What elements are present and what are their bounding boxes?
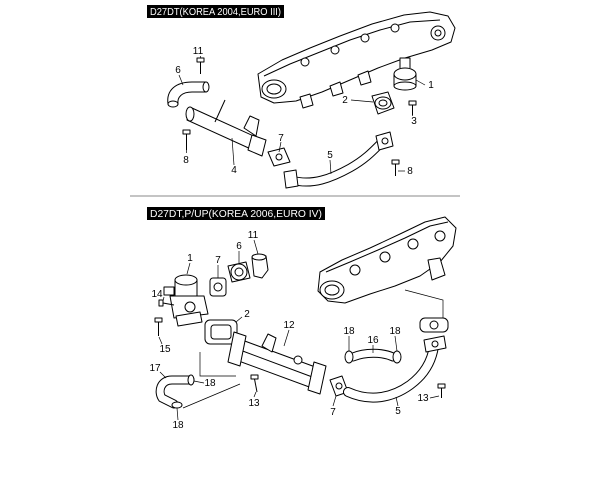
callout-label: 6 xyxy=(236,241,242,252)
bolt xyxy=(154,317,163,336)
egr-cooler-tube xyxy=(185,99,267,157)
bolt xyxy=(196,57,205,74)
callouts-euro4: 11 6 1 7 14 2 15 12 18 18 16 17 18 13 7 … xyxy=(149,230,429,431)
egr-pipe-stub xyxy=(251,253,269,279)
hose-clamp xyxy=(344,350,354,364)
coolant-hose xyxy=(348,348,398,362)
callout-label: 18 xyxy=(389,326,401,337)
callout-label: 2 xyxy=(244,309,250,320)
egr-pipe-elbow xyxy=(167,81,210,108)
callout-label: 7 xyxy=(330,407,336,418)
callout-label: 7 xyxy=(278,133,284,144)
gasket xyxy=(267,147,291,167)
bolt xyxy=(391,159,400,176)
section-title: D27DT,P/UP(KOREA 2006,EURO IV) xyxy=(150,209,322,220)
section-title: D27DT(KOREA 2004,EURO III) xyxy=(150,7,281,18)
hose-clamp xyxy=(171,401,183,409)
egr-valve xyxy=(393,57,417,91)
bolt xyxy=(250,374,259,393)
callout-label: 6 xyxy=(175,65,181,76)
callout-label: 1 xyxy=(187,253,193,264)
callout-label: 11 xyxy=(193,46,204,57)
leader-line xyxy=(404,289,444,318)
callout-label: 2 xyxy=(342,95,348,106)
callouts-euro3: 11 6 1 2 3 7 8 5 4 8 xyxy=(175,46,434,177)
gasket xyxy=(209,277,227,297)
hose-clamp xyxy=(187,374,195,386)
bolt xyxy=(408,100,417,115)
leader-line xyxy=(182,383,241,409)
callout-label: 13 xyxy=(248,398,260,409)
callout-label: 12 xyxy=(283,320,295,331)
callout-label: 3 xyxy=(411,116,417,127)
callout-label: 8 xyxy=(407,166,413,177)
gasket xyxy=(204,319,238,345)
callout-label: 18 xyxy=(204,378,216,389)
callout-label: 4 xyxy=(231,165,237,176)
bolt xyxy=(437,383,446,398)
egr-pipe xyxy=(283,131,394,189)
callout-label: 5 xyxy=(395,406,401,417)
section-header-euro3: D27DT(KOREA 2004,EURO III) xyxy=(147,5,284,18)
intake-manifold xyxy=(257,11,456,109)
callout-label: 18 xyxy=(343,326,355,337)
callout-label: 14 xyxy=(151,289,163,300)
callout-label: 1 xyxy=(428,80,434,91)
bolt xyxy=(182,129,191,150)
egr-pipe xyxy=(343,335,447,403)
egr-cooler xyxy=(227,331,327,395)
intake-manifold xyxy=(317,216,457,304)
egr-elbow-pipe xyxy=(371,91,395,115)
coolant-hose-elbow xyxy=(155,375,195,409)
callout-label: 8 xyxy=(183,155,189,166)
callout-label: 15 xyxy=(159,344,171,355)
callout-label: 18 xyxy=(172,420,184,431)
callout-label: 16 xyxy=(367,335,379,346)
callout-label: 17 xyxy=(149,363,161,374)
callout-label: 13 xyxy=(417,393,429,404)
hose-clamp xyxy=(392,350,402,364)
gasket-ring xyxy=(227,261,251,283)
gasket xyxy=(419,317,449,333)
leader-line xyxy=(199,352,236,377)
bolt xyxy=(158,299,175,307)
leader-lines xyxy=(158,239,440,421)
leader-lines xyxy=(178,56,426,175)
callout-label: 7 xyxy=(215,255,221,266)
egr-valve xyxy=(163,274,209,327)
section-header-euro4: D27DT,P/UP(KOREA 2006,EURO IV) xyxy=(147,207,325,220)
callout-label: 5 xyxy=(327,150,333,161)
callout-label: 11 xyxy=(248,230,259,241)
